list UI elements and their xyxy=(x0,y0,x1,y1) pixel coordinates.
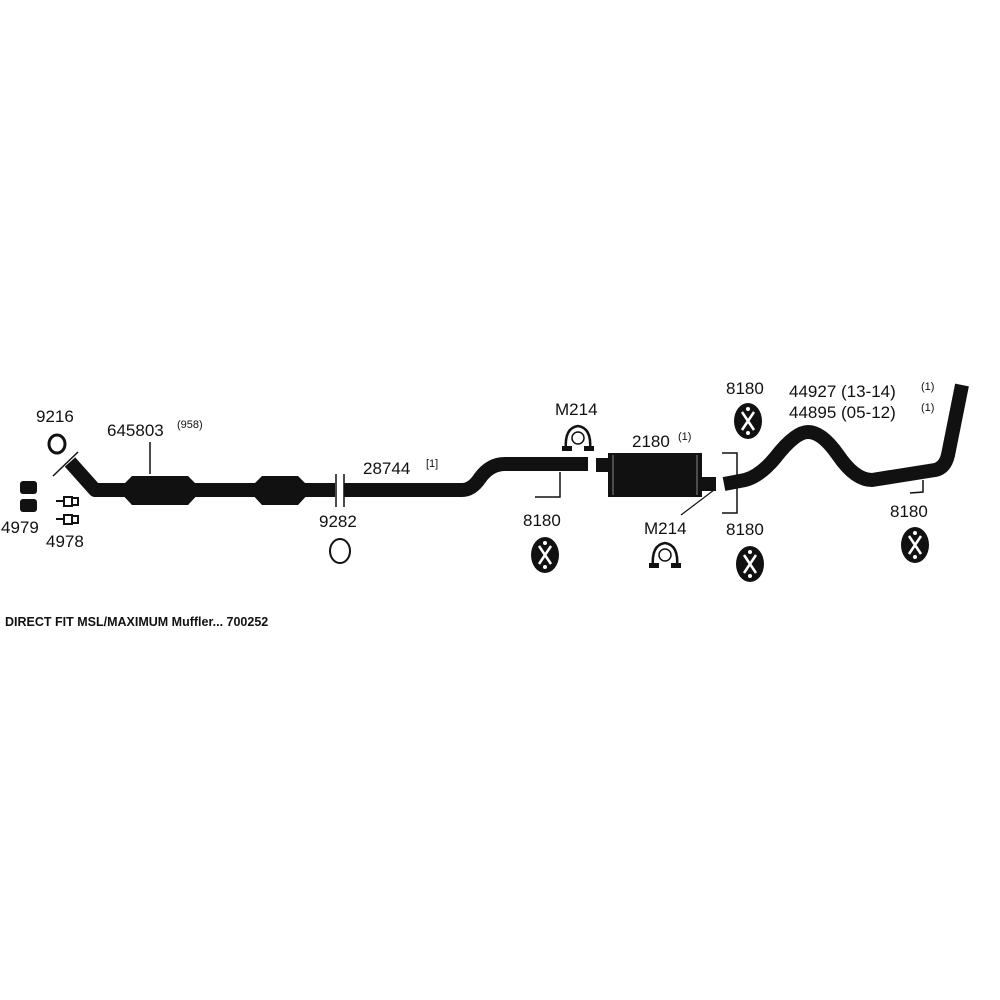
hanger-rear-bracket xyxy=(909,480,924,494)
tailpipe-a-label: 44927 (13-14) xyxy=(789,382,896,401)
bolt-icon xyxy=(56,496,79,525)
tailpipe-b-note: (1) xyxy=(921,402,934,414)
muffler-label: 2180 xyxy=(632,432,670,451)
converter-label: 645803 xyxy=(107,421,164,440)
catalytic-converter-2 xyxy=(248,476,312,505)
gasket-9282-icon xyxy=(329,538,351,564)
gasket-9282-label: 9282 xyxy=(319,512,357,531)
nut-icon xyxy=(20,481,37,512)
clamp-top-label: M214 xyxy=(555,400,598,419)
muffler-inlet xyxy=(596,458,609,472)
diagram-caption: DIRECT FIT MSL/MAXIMUM Muffler... 700252 xyxy=(5,615,268,629)
catalytic-converter-1 xyxy=(118,476,202,505)
bolt-4978-label: 4978 xyxy=(46,532,84,551)
hanger-rear-icon xyxy=(899,525,931,565)
converter-note: (958) xyxy=(177,419,203,431)
tailpipe-a-note: (1) xyxy=(921,381,934,393)
intermediate-pipe xyxy=(344,457,588,497)
clamp-bottom-icon xyxy=(647,541,683,570)
hanger-mid-label: 8180 xyxy=(726,520,764,539)
hanger-mid-icon xyxy=(734,544,766,584)
pipe-28744-note: [1] xyxy=(426,458,438,470)
hanger-front-label: 8180 xyxy=(523,511,561,530)
gasket-9216-icon xyxy=(47,433,67,455)
front-pipe xyxy=(52,442,345,507)
muffler-outlet xyxy=(702,477,716,491)
hanger-front-icon xyxy=(529,535,561,575)
tailpipe xyxy=(722,383,969,491)
pipe-28744-label: 28744 xyxy=(363,459,410,478)
hanger-top-label: 8180 xyxy=(726,379,764,398)
clamp-top-icon xyxy=(560,424,596,453)
gasket-9216-label: 9216 xyxy=(36,407,74,426)
muffler-note: (1) xyxy=(678,431,691,443)
hanger-rear-label: 8180 xyxy=(890,502,928,521)
nut-4979-label: 4979 xyxy=(1,518,39,537)
clamp-bottom-label: M214 xyxy=(644,519,687,538)
muffler-body xyxy=(608,453,702,497)
hanger-top-icon xyxy=(732,401,764,441)
tailpipe-b-label: 44895 (05-12) xyxy=(789,403,896,422)
hanger-front-bracket xyxy=(535,472,561,498)
